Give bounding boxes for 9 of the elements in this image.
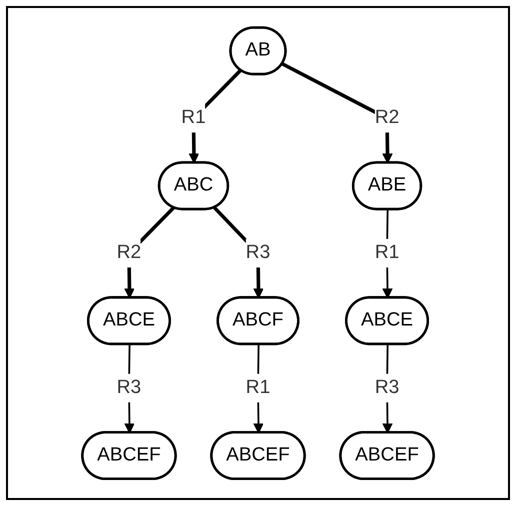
- edge-label: R1: [374, 242, 400, 263]
- edge-label: R2: [374, 107, 400, 128]
- edge-label: R3: [116, 377, 142, 398]
- edge-label: R1: [246, 377, 270, 398]
- edge-label: R3: [246, 242, 270, 263]
- frame-border: R1 R2 R2 R3 R1 R3 R1 R3 AB ABC ABE ABCE ABCF ABCE ABCEF ABCEF ABCEF: [6, 6, 510, 500]
- edge-label: R2: [116, 242, 142, 263]
- edge-label: R1: [181, 107, 206, 128]
- edge-label: R3: [374, 377, 400, 398]
